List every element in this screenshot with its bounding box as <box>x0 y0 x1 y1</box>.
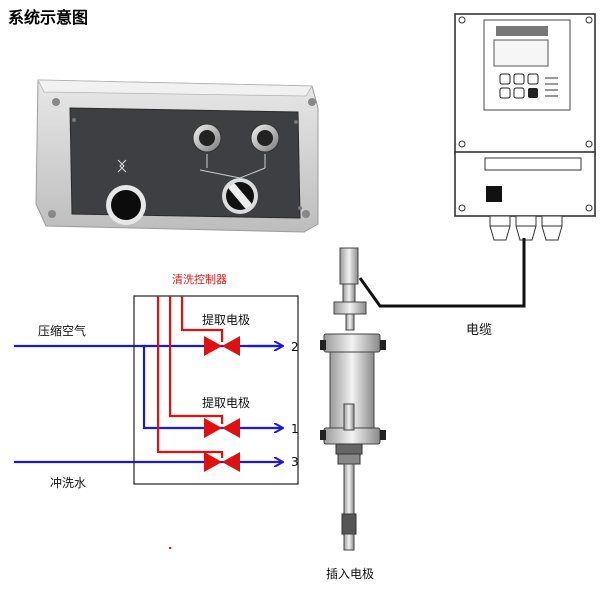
air-supply-lines <box>14 346 282 428</box>
control-signal-lines <box>158 296 222 549</box>
lift-electrode-label-top: 提取电极 <box>202 311 250 328</box>
lift-electrode-label-middle: 提取电极 <box>202 394 250 411</box>
controller-label: 清洗控制器 <box>172 271 227 287</box>
port-2-label: 2 <box>291 340 299 354</box>
transmitter-unit <box>455 14 595 240</box>
port-3-label: 3 <box>291 455 299 469</box>
port-1-label: 1 <box>291 422 299 436</box>
retractable-probe-assembly <box>320 248 386 550</box>
cleaning-controller-unit <box>36 80 318 232</box>
cable-label: 电缆 <box>466 319 492 338</box>
cable-line <box>360 238 524 306</box>
water-label: 冲洗水 <box>50 474 86 491</box>
air-label: 压缩空气 <box>38 322 86 339</box>
insert-electrode-label: 插入电极 <box>326 565 374 582</box>
